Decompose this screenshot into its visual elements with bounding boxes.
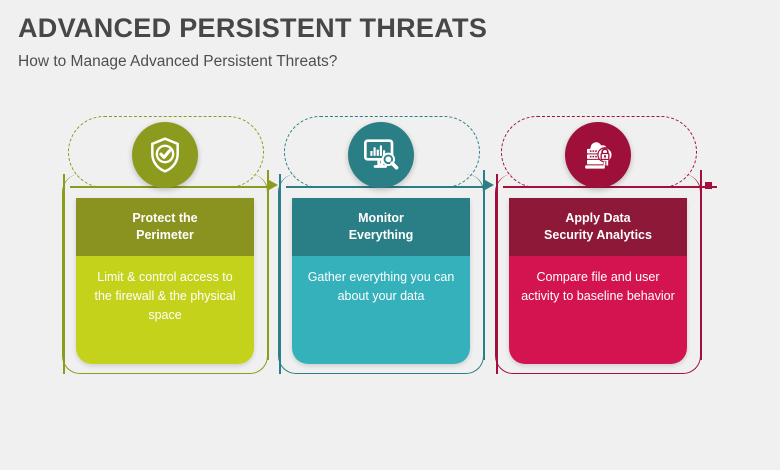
card-heading-line2: Everything (348, 228, 414, 242)
card-panel: Monitor Everything Gather everything you… (292, 198, 470, 364)
card-heading-line1: Protect the (132, 211, 198, 226)
header: ADVANCED PERSISTENT THREATS How to Manag… (18, 13, 488, 71)
connector-riser-left (279, 174, 281, 374)
card-outer-frame (495, 174, 701, 374)
card-heading: Protect the Perimeter (76, 198, 254, 256)
page-subtitle: How to Manage Advanced Persistent Threat… (18, 52, 338, 70)
card-heading: Apply Data Security Analytics (509, 198, 687, 256)
card-heading-line1: Apply Data (565, 211, 631, 226)
connector-riser-right (483, 170, 485, 360)
card-protect-the-perimeter[interactable]: Protect the Perimeter Limit & control ac… (62, 112, 282, 380)
connector-riser-right (700, 170, 702, 360)
card-outer-frame (278, 174, 484, 374)
process-cards: Protect the Perimeter Limit & control ac… (0, 112, 780, 382)
card-panel: Apply Data Security Analytics Compare fi… (509, 198, 687, 364)
card-body: Gather everything you can about your dat… (292, 256, 470, 364)
card-outer-frame (62, 174, 268, 374)
connector-arrow-icon (485, 180, 494, 190)
card-heading-line1: Monitor (358, 211, 404, 226)
card-apply-data-security-analytics[interactable]: Apply Data Security Analytics Compare fi… (495, 112, 717, 380)
page-title: ADVANCED PERSISTENT THREATS (18, 13, 488, 43)
card-monitor-everything[interactable]: Monitor Everything Gather everything you… (278, 112, 498, 380)
connector-riser-right (267, 170, 269, 360)
connector-endpoint-dot (705, 182, 712, 189)
monitor-analytics-search-icon (348, 122, 414, 188)
card-body-text: Compare file and user activity to baseli… (521, 270, 675, 303)
connector-riser-left (496, 174, 498, 374)
card-heading-line2: Perimeter (136, 228, 194, 242)
card-heading-line2: Security Analytics (544, 228, 652, 242)
card-body-text: Limit & control access to the firewall &… (94, 270, 236, 322)
card-body-text: Gather everything you can about your dat… (307, 270, 455, 303)
cloud-server-lock-icon (565, 122, 631, 188)
card-body: Limit & control access to the firewall &… (76, 256, 254, 364)
connector-riser-left (63, 174, 65, 374)
shield-check-icon (132, 122, 198, 188)
card-body: Compare file and user activity to baseli… (509, 256, 687, 364)
connector-rail (503, 186, 717, 188)
connector-arrow-icon (269, 180, 278, 190)
card-heading: Monitor Everything (292, 198, 470, 256)
card-panel: Protect the Perimeter Limit & control ac… (76, 198, 254, 364)
